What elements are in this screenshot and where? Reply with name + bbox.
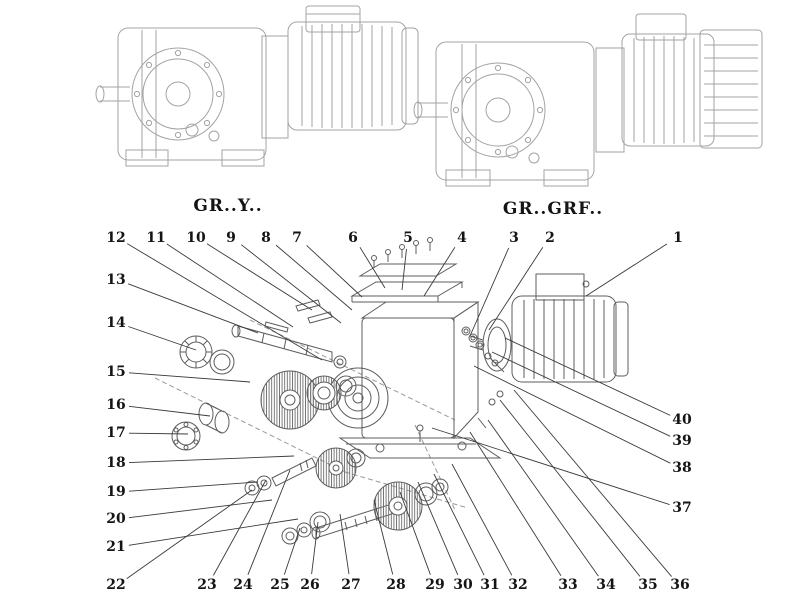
part-number-14: 14 xyxy=(106,315,126,331)
leader-line-31 xyxy=(433,473,485,576)
leader-line-25 xyxy=(283,527,301,575)
leader-line-28 xyxy=(373,499,394,575)
leader-line-3 xyxy=(469,247,510,337)
part-number-31: 31 xyxy=(480,577,500,593)
leader-line-19 xyxy=(128,481,259,492)
leader-line-26 xyxy=(311,521,319,575)
part-number-12: 12 xyxy=(106,230,126,246)
part-number-11: 11 xyxy=(146,230,166,246)
part-number-25: 25 xyxy=(270,577,290,593)
leader-line-17 xyxy=(128,432,189,435)
part-number-40: 40 xyxy=(672,412,692,428)
leader-line-30 xyxy=(417,481,459,576)
leader-line-22 xyxy=(126,489,253,580)
leader-line-7 xyxy=(306,245,363,298)
part-number-37: 37 xyxy=(672,500,692,516)
leader-line-15 xyxy=(128,372,251,383)
part-number-1: 1 xyxy=(673,230,683,246)
part-number-36: 36 xyxy=(670,577,690,593)
leader-line-8 xyxy=(275,244,353,311)
leader-line-37 xyxy=(431,427,670,506)
leader-line-21 xyxy=(128,518,299,546)
part-number-6: 6 xyxy=(348,230,358,246)
part-number-22: 22 xyxy=(106,577,126,593)
part-number-19: 19 xyxy=(106,484,126,500)
leader-line-13 xyxy=(128,283,259,334)
leader-line-33 xyxy=(469,431,562,576)
assembled-view-gr-y-drawing xyxy=(95,5,419,167)
part-number-5: 5 xyxy=(403,230,413,246)
part-number-2: 2 xyxy=(545,230,555,246)
leader-line-40 xyxy=(504,337,671,416)
leader-line-27 xyxy=(339,513,350,575)
part-number-27: 27 xyxy=(341,577,361,593)
part-number-24: 24 xyxy=(233,577,253,593)
part-number-16: 16 xyxy=(106,397,126,413)
part-number-32: 32 xyxy=(508,577,528,593)
leader-line-14 xyxy=(128,326,197,351)
leader-lines xyxy=(126,243,672,580)
part-number-21: 21 xyxy=(106,539,126,555)
leader-line-6 xyxy=(359,247,386,289)
exploded-view-drawing xyxy=(154,237,629,545)
part-number-33: 33 xyxy=(558,577,578,593)
part-number-20: 20 xyxy=(106,511,126,527)
part-number-4: 4 xyxy=(457,230,467,246)
model-label-gr-y: GR..Y.. xyxy=(193,196,263,216)
leader-line-29 xyxy=(399,491,431,575)
leader-line-36 xyxy=(513,389,672,577)
leader-line-18 xyxy=(128,455,295,464)
part-number-38: 38 xyxy=(672,460,692,476)
leader-line-34 xyxy=(487,419,599,577)
part-number-35: 35 xyxy=(638,577,658,593)
part-number-17: 17 xyxy=(106,425,126,441)
model-label-gr-grf: GR..GRF.. xyxy=(502,199,604,219)
leader-line-12 xyxy=(126,243,323,361)
part-number-3: 3 xyxy=(509,230,519,246)
part-number-29: 29 xyxy=(425,577,445,593)
leader-line-5 xyxy=(401,248,407,291)
part-number-7: 7 xyxy=(292,230,302,246)
part-number-10: 10 xyxy=(186,230,206,246)
leader-line-9 xyxy=(241,244,342,324)
part-number-15: 15 xyxy=(106,364,126,380)
part-number-8: 8 xyxy=(261,230,271,246)
leader-line-39 xyxy=(491,351,671,437)
leader-line-4 xyxy=(423,246,456,297)
part-number-39: 39 xyxy=(672,433,692,449)
part-number-9: 9 xyxy=(226,230,236,246)
part-number-23: 23 xyxy=(197,577,217,593)
leader-line-23 xyxy=(213,479,267,576)
leader-line-11 xyxy=(166,243,294,328)
leader-line-1 xyxy=(585,243,668,297)
part-number-18: 18 xyxy=(106,455,126,471)
assembled-view-gr-grf-drawing xyxy=(413,13,763,187)
part-number-34: 34 xyxy=(596,577,616,593)
part-number-28: 28 xyxy=(386,577,406,593)
part-number-26: 26 xyxy=(300,577,320,593)
part-number-13: 13 xyxy=(106,272,126,288)
leader-line-24 xyxy=(247,469,291,575)
leader-line-20 xyxy=(128,499,273,519)
part-number-30: 30 xyxy=(453,577,473,593)
leader-line-16 xyxy=(128,405,211,417)
leader-line-10 xyxy=(206,243,313,311)
leader-line-38 xyxy=(473,365,671,464)
leader-line-32 xyxy=(451,463,513,576)
leader-line-35 xyxy=(499,399,641,577)
leader-line-2 xyxy=(488,246,544,331)
